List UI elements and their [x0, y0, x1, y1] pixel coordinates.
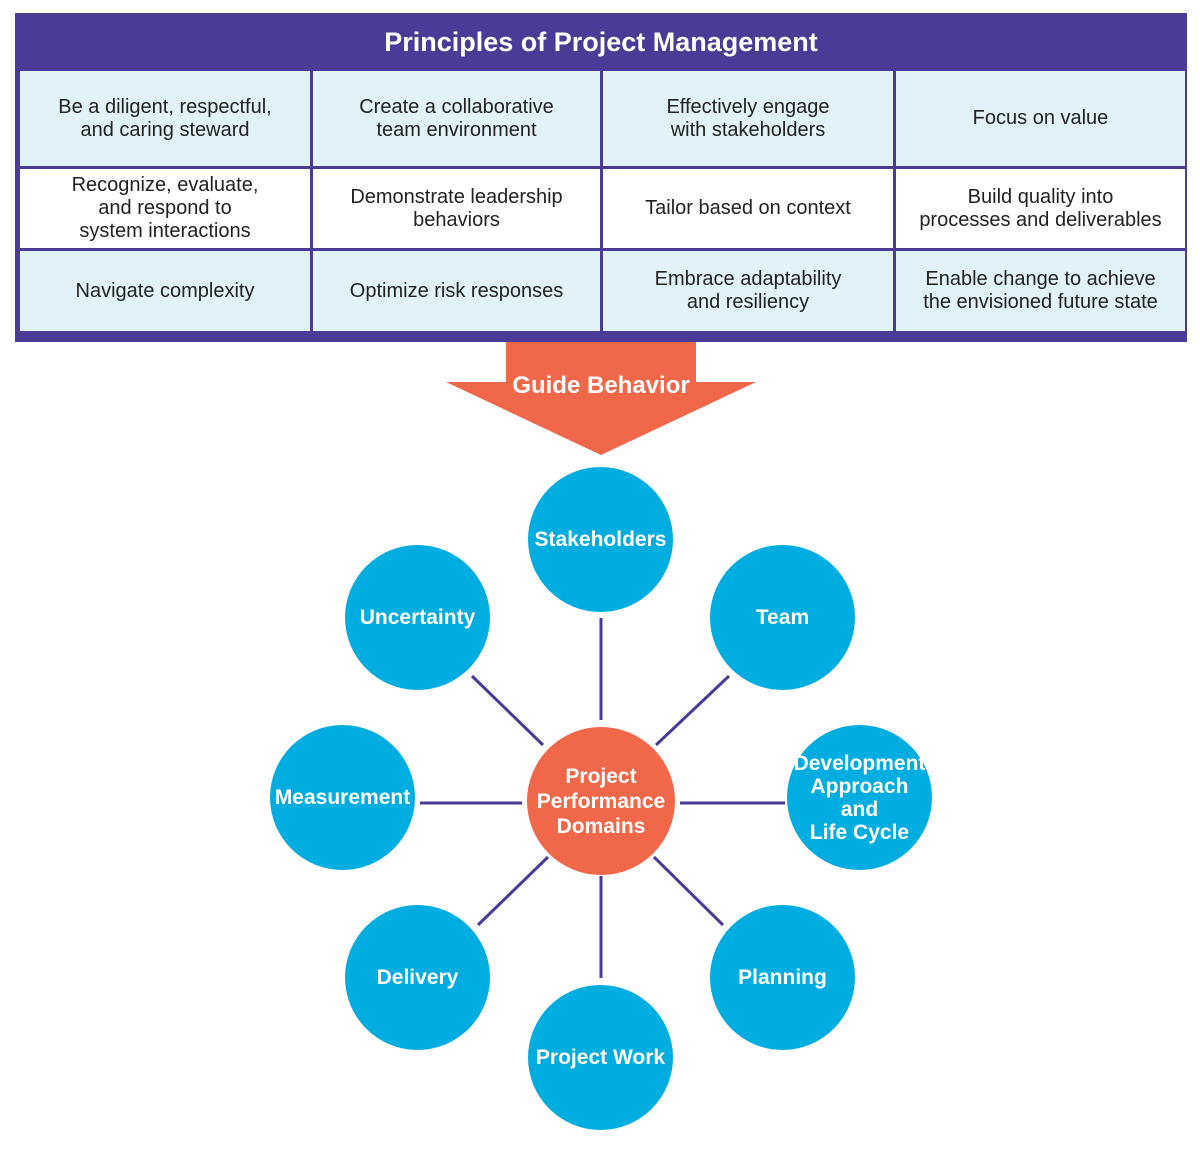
principles-grid: Be a diligent, respectful, and caring st… [20, 71, 1185, 337]
domain-stakeholders: Stakeholders [528, 467, 673, 612]
arrow-shape [446, 342, 756, 455]
domain-planning: Planning [710, 905, 855, 1050]
domain-uncertainty: Uncertainty [345, 545, 490, 690]
connector-delivery [476, 855, 550, 927]
principle-cell: Effectively engage with stakeholders [603, 71, 893, 166]
principle-cell: Optimize risk responses [313, 251, 600, 331]
principle-cell: Navigate complexity [20, 251, 310, 331]
principles-title: Principles of Project Management [384, 26, 818, 57]
principle-cell: Build quality into processes and deliver… [896, 169, 1185, 248]
principle-cell: Focus on value [896, 71, 1185, 166]
domain-measurement: Measurement [270, 725, 415, 870]
connector-uncertainty [470, 674, 545, 747]
guide-behavior-arrow [446, 342, 756, 455]
domain-project-work: Project Work [528, 985, 673, 1130]
principle-cell: Recognize, evaluate, and respond to syst… [20, 169, 310, 248]
principle-cell: Tailor based on context [603, 169, 893, 248]
center-performance-domains: Project Performance Domains [527, 727, 675, 875]
connector-team [654, 674, 731, 747]
principle-cell: Enable change to achieve the envisioned … [896, 251, 1185, 331]
domain-delivery: Delivery [345, 905, 490, 1050]
connector-planning [652, 855, 725, 927]
domain-development-approach: Development Approach and Life Cycle [787, 725, 932, 870]
principle-cell: Be a diligent, respectful, and caring st… [20, 71, 310, 166]
principle-cell: Embrace adaptability and resiliency [603, 251, 893, 331]
arrow-label: Guide Behavior [512, 372, 690, 399]
principle-cell: Create a collaborative team environment [313, 71, 600, 166]
principles-table: Principles of Project Management Be a di… [15, 13, 1187, 342]
principle-cell: Demonstrate leadership behaviors [313, 169, 600, 248]
domain-team: Team [710, 545, 855, 690]
